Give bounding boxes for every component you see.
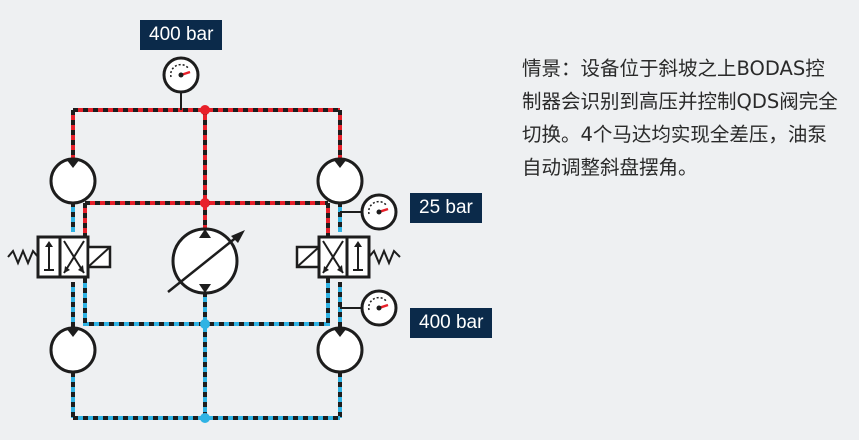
junction-dot-lower (200, 319, 210, 329)
hydraulic-motor-icon (316, 326, 364, 374)
directional-valve-icon (7, 235, 112, 279)
directional-valve-icon (295, 235, 401, 279)
pressure-gauge-icon (162, 56, 200, 94)
junction-dot-top (200, 105, 210, 115)
junction-dot-bottom (200, 413, 210, 423)
hydraulic-motor-icon (49, 157, 97, 205)
junction-dot-upper (200, 198, 210, 208)
spring-icon (368, 248, 401, 266)
hydraulic-motor-icon (49, 326, 97, 374)
pressure-gauge-icon (360, 289, 398, 327)
pressure-tag-right-upper: 25 bar (410, 193, 482, 223)
scenario-description: 情景：设备位于斜坡之上BODAS控制器会识别到高压并控制QDS阀完全切换。4个马… (522, 57, 838, 179)
spring-icon (7, 248, 39, 266)
pressure-tag-top: 400 bar (140, 20, 223, 50)
pressure-tag-right-lower: 400 bar (410, 308, 493, 338)
variable-pump-icon (167, 227, 245, 295)
pressure-gauge-icon (360, 193, 398, 231)
hydraulic-motor-icon (316, 157, 364, 205)
